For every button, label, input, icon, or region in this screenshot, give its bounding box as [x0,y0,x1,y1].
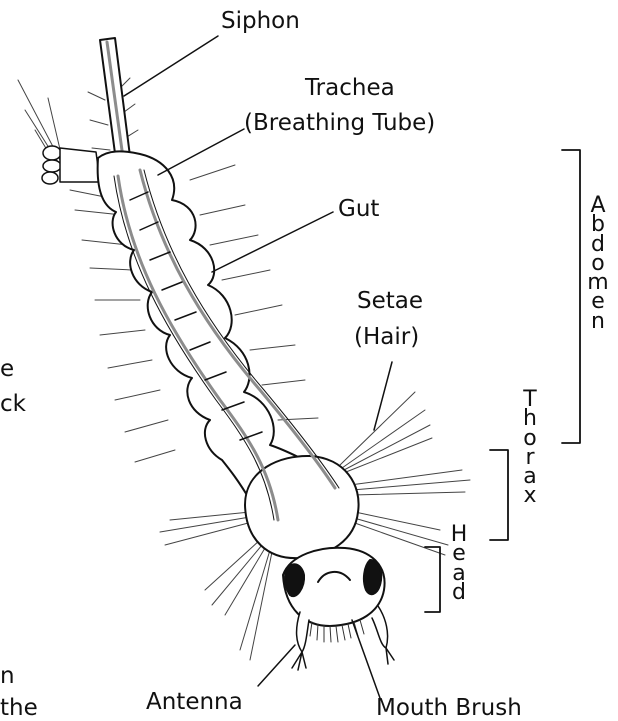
abdomen-outline [98,151,330,500]
abdomen-bracket [562,150,580,443]
label-gut: Gut [338,197,379,222]
tail-papillae [42,146,100,184]
head-bracket [425,547,440,612]
vertical-letter: n [586,312,610,331]
vertical-letter: d [447,583,471,602]
thorax-bracket [490,450,508,540]
cropped-text-2: ck [0,392,26,417]
label-mouth-brush: Mouth Brush [376,696,522,721]
thorax-outline [245,456,359,558]
eye-right [364,560,381,594]
label-antenna: Antenna [146,690,243,715]
cropped-text-4: the [0,696,38,721]
cropped-text-3: n [0,664,15,689]
label-siphon: Siphon [221,9,300,34]
label-setae: Setae [357,289,423,314]
vertical-letter: x [518,486,542,505]
label-hair: (Hair) [354,325,419,350]
cropped-text-1: e [0,357,14,382]
label-trachea: Trachea [305,76,395,101]
label-breathing-tube: (Breathing Tube) [244,111,435,136]
